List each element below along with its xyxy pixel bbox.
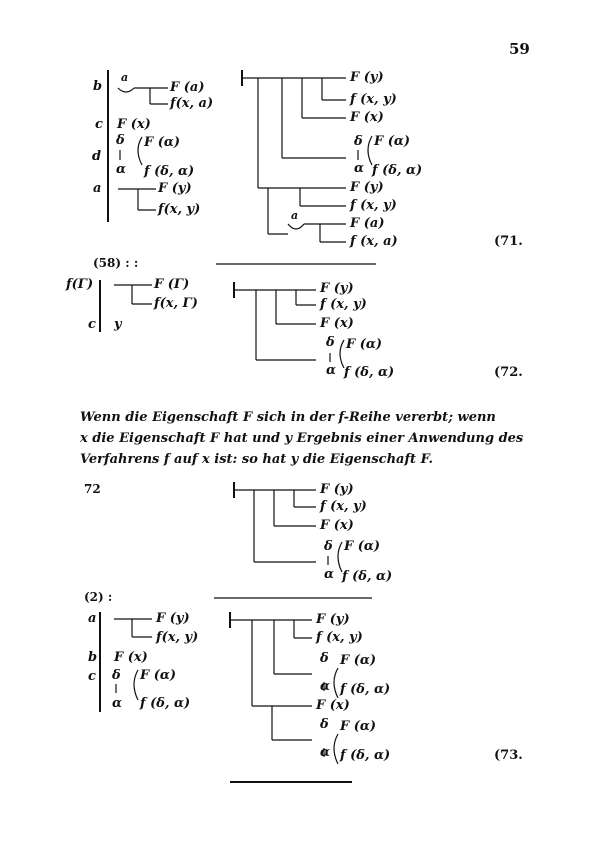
f73-left-delta: δ	[112, 668, 121, 683]
f73-r3: F (α)	[340, 653, 377, 668]
f73-r1: F (y)	[316, 612, 350, 627]
f72-f-xGamma: f(x, Γ)	[154, 296, 198, 311]
f73-r4: f (δ, α)	[340, 682, 391, 697]
f73-delta2: δ	[320, 717, 329, 732]
formula-71-f-xy: f(x, y)	[158, 202, 201, 217]
page-number: 59	[509, 40, 530, 58]
f73-alpha2: α	[320, 745, 331, 760]
f73-r5: F (x)	[316, 698, 350, 713]
f73-r6: F (α)	[340, 719, 377, 734]
explanatory-paragraph: Wenn die Eigenschaft F sich in der f-Rei…	[80, 407, 530, 470]
equation-number-72: (72.	[494, 365, 523, 380]
f72-r3: F (x)	[320, 316, 354, 331]
f73-left-f-delta-alpha: f (δ, α)	[140, 696, 191, 711]
concavity-71-left	[117, 87, 135, 93]
paragraph-line-3: Verfahrens f auf x ist: so hat y die Eig…	[80, 452, 434, 467]
f71-r2: f (x, y)	[350, 92, 397, 107]
f73-left-F-alpha: F (α)	[140, 668, 177, 683]
paragraph-line-2: x die Eigenschaft F hat und y Ergebnis e…	[80, 431, 524, 446]
f71-delta: δ	[354, 134, 363, 149]
f71-r9: f (x, a)	[350, 234, 398, 249]
f71-concavity: a	[291, 209, 299, 222]
f73t-r5: f (δ, α)	[342, 569, 393, 584]
f73-r7: f (δ, α)	[340, 748, 391, 763]
label-a-73: a	[88, 611, 97, 626]
label-b-73: b	[88, 650, 98, 665]
label-c-73: c	[88, 669, 96, 684]
formula-71-f-xa: f(x, a)	[170, 96, 214, 111]
reference-2: (2) :	[84, 590, 113, 604]
paragraph-line-1: Wenn die Eigenschaft F sich in der f-Rei…	[80, 410, 496, 425]
f71-r5: f (δ, α)	[372, 163, 423, 178]
f73-left-alpha: α	[112, 696, 123, 711]
label-fGamma-72: f(Γ)	[66, 277, 94, 292]
f72-alpha: α	[326, 363, 337, 378]
label-d-71: d	[92, 149, 102, 164]
formula-71-F-alpha: F (α)	[144, 135, 181, 150]
concavity-letter-71l: a	[121, 71, 129, 84]
equation-number-71: (71.	[494, 234, 523, 249]
f72-r1: F (y)	[320, 281, 354, 296]
f73t-alpha: α	[324, 567, 335, 582]
formula-71-alpha: α	[116, 162, 127, 177]
f71-r1: F (y)	[350, 70, 384, 85]
f71-r8: F (a)	[350, 216, 385, 231]
concavity-71-right	[287, 223, 305, 230]
f71-r4: F (α)	[374, 134, 411, 149]
label-c-71: c	[95, 117, 103, 132]
f72-delta: δ	[326, 335, 335, 350]
f73t-r3: F (x)	[320, 518, 354, 533]
f73-delta1: δ	[320, 651, 329, 666]
f71-alpha: α	[354, 161, 365, 176]
f71-r7: f (x, y)	[350, 198, 397, 213]
equation-number-73: (73.	[494, 748, 523, 763]
f72-y: y	[114, 317, 122, 332]
f73t-delta: δ	[324, 539, 333, 554]
label-b-71: b	[93, 79, 103, 94]
formula-71-delta: δ	[116, 133, 125, 148]
parenthesis-71-left	[137, 136, 143, 166]
f73t-r4: F (α)	[344, 539, 381, 554]
f71-r3: F (x)	[350, 110, 384, 125]
f72-r5: f (δ, α)	[344, 365, 395, 380]
f71-r6: F (y)	[350, 180, 384, 195]
f73t-r1: F (y)	[320, 482, 354, 497]
f73-r2: f (x, y)	[316, 630, 363, 645]
f73-left-F-y: F (y)	[156, 611, 190, 626]
f72-F-Gamma: F (Γ)	[154, 277, 190, 292]
reference-72: 72	[84, 482, 101, 496]
label-a-71: a	[93, 181, 102, 196]
f73-left-f-xy: f(x, y)	[156, 630, 199, 645]
f73t-r2: f (x, y)	[320, 499, 367, 514]
label-c-72: c	[88, 317, 96, 332]
f72-r4: F (α)	[346, 337, 383, 352]
formula-71-F-y: F (y)	[158, 181, 192, 196]
reference-58: (58) : :	[93, 256, 139, 270]
f73-alpha1: α	[320, 679, 331, 694]
f72-r2: f (x, y)	[320, 297, 367, 312]
f73-left-F-x: F (x)	[114, 650, 148, 665]
formula-71-F-x: F (x)	[117, 117, 151, 132]
formula-71-f-delta-alpha: f (δ, α)	[144, 164, 195, 179]
formula-71-F-a: F (a)	[170, 80, 205, 95]
